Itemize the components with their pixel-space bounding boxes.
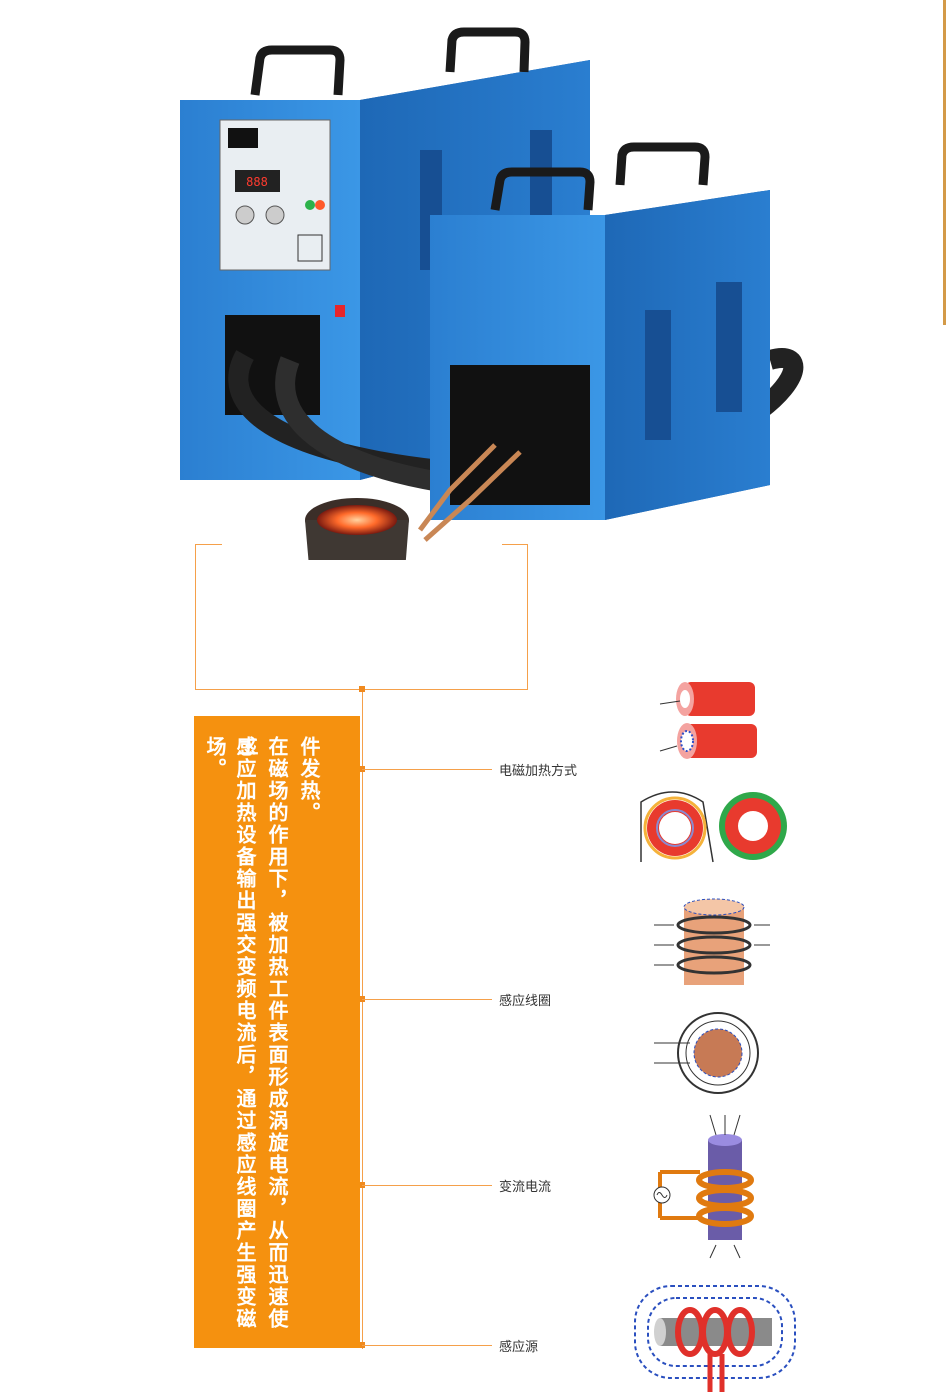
- label-electromagnetic-heating: 电磁加热方式: [499, 764, 578, 779]
- branch-line-3: [362, 1185, 492, 1186]
- coil-cross-section-diagram: [654, 1012, 759, 1094]
- branch-line-2: [362, 999, 492, 1000]
- label-induction-coil: 感应线圈: [499, 994, 552, 1009]
- ac-coil-diagram: [653, 1114, 754, 1259]
- frame-left: [195, 544, 196, 690]
- induction-coil-diagram: [654, 898, 770, 985]
- branch-line-1: [362, 769, 492, 770]
- induction-source-diagram: [634, 1285, 796, 1392]
- frame-right: [527, 544, 528, 690]
- page-edge-accent: [943, 0, 946, 325]
- svg-text:888: 888: [246, 175, 268, 189]
- label-induction-source: 感应源: [499, 1340, 539, 1355]
- label-alternating-current: 变流电流: [499, 1180, 552, 1195]
- branch-line-4: [362, 1345, 492, 1346]
- frame-top-right: [502, 544, 528, 545]
- description-column-2: 在磁场的作用下，被加热工件表面形成涡旋电流，从而迅速使工: [235, 736, 289, 1330]
- connector-dot-top: [359, 686, 365, 692]
- cross-section-diagram: [640, 791, 787, 863]
- connector-vertical: [362, 689, 363, 1349]
- induction-heater-machine-image: 888: [180, 27, 804, 560]
- cylinders-diagram: [659, 682, 757, 759]
- description-column-1: 感应加热设备输出强交变频电流后，通过感应线圈产生强变磁场。: [203, 736, 257, 1330]
- description-panel: 感应加热设备输出强交变频电流后，通过感应线圈产生强变磁场。 在磁场的作用下，被加…: [194, 716, 360, 1348]
- description-column-3: 件发热。: [297, 736, 321, 824]
- frame-top-left: [195, 544, 222, 545]
